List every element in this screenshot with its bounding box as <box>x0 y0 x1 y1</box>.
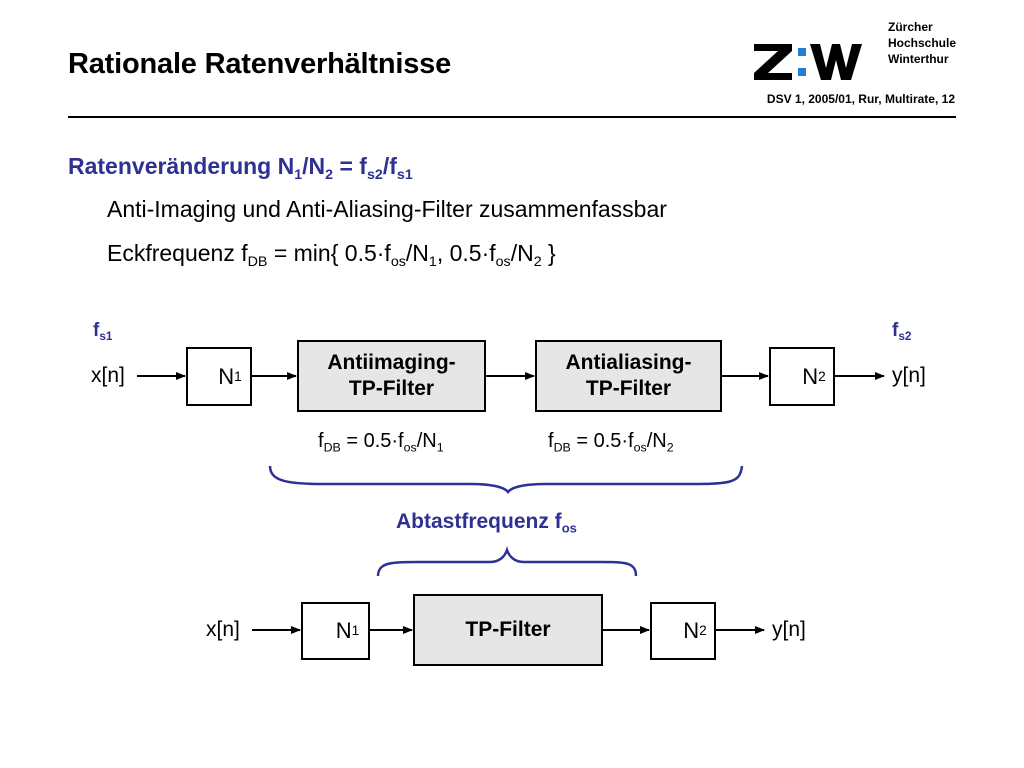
fdb-antiimaging: fDB = 0.5·fos/N1 <box>318 430 444 455</box>
tp-filter-label: TP-Filter <box>465 618 551 641</box>
input-signal-bottom: x[n] <box>206 618 240 641</box>
formula-sub: DB <box>247 253 268 270</box>
fdb-sub: DB <box>553 440 571 455</box>
zhw-logo-icon <box>754 44 862 80</box>
slide-reference: DSV 1, 2005/01, Rur, Multirate, 12 <box>766 92 955 106</box>
formula-sub: os <box>495 253 511 270</box>
heading-text: /f <box>382 153 397 179</box>
heading-text: = f <box>333 153 367 179</box>
formula-text: Eckfrequenz f <box>107 240 248 266</box>
sampling-frequency-label: Abtastfrequenz fos <box>396 510 577 536</box>
formula-text: , 0.5·f <box>436 240 496 266</box>
brace-bottom-icon <box>376 546 638 577</box>
fdb-text: f <box>548 430 554 452</box>
fs-text: f <box>93 320 100 341</box>
fs-sub: s2 <box>898 330 912 344</box>
fdb-text: /N <box>416 430 437 452</box>
brace-top-icon <box>268 465 744 495</box>
filter-line: Antiimaging- <box>327 351 456 374</box>
fdb-text: = 0.5·f <box>570 430 634 452</box>
slide-title: Rationale Ratenverhältnisse <box>68 48 452 80</box>
label-fs2: fs2 <box>892 320 911 342</box>
label-fs1: fs1 <box>93 320 112 342</box>
fdb-text: /N <box>646 430 667 452</box>
bullet-line: Anti-Imaging und Anti-Aliasing-Filter zu… <box>107 196 667 222</box>
n-text: N <box>218 363 235 389</box>
formula-text: } <box>541 240 556 266</box>
n-text: N <box>683 618 700 643</box>
antialiasing-label: Antialiasing- TP-Filter <box>565 350 691 402</box>
formula-line: Eckfrequenz fDB = min{ 0.5·fos/N1, 0.5·f… <box>107 240 556 270</box>
heading-text: /N <box>302 153 326 179</box>
heading-sub: 2 <box>325 166 334 183</box>
n-text: N <box>335 618 352 643</box>
antialiasing-filter-block: Antialiasing- TP-Filter <box>535 340 722 412</box>
abtast-text: Abtastfrequenz f <box>396 510 562 533</box>
formula-text: = min{ 0.5·f <box>267 240 391 266</box>
fdb-sub: os <box>403 440 417 455</box>
formula-sub: 1 <box>428 253 437 270</box>
output-signal-bottom: y[n] <box>772 618 806 641</box>
logo-line: Zürcher <box>888 20 933 34</box>
fdb-sub: 1 <box>436 440 444 455</box>
filter-line: TP-Filter <box>348 377 435 400</box>
heading-sub: 1 <box>294 166 303 183</box>
output-signal-top: y[n] <box>892 364 926 387</box>
antiimaging-label: Antiimaging- TP-Filter <box>327 350 455 402</box>
antiimaging-filter-block: Antiimaging- TP-Filter <box>297 340 486 412</box>
input-signal-top: x[n] <box>91 364 125 387</box>
abtast-sub: os <box>561 520 577 536</box>
fdb-text: = 0.5·f <box>340 430 404 452</box>
formula-text: /N <box>510 240 534 266</box>
fdb-text: f <box>318 430 324 452</box>
formula-text: /N <box>405 240 429 266</box>
logo-line: Winterthur <box>888 52 949 66</box>
header-divider <box>68 116 956 118</box>
logo-text: Zürcher Hochschule Winterthur <box>888 19 956 67</box>
fs-text: f <box>892 320 899 341</box>
formula-sub: os <box>390 253 406 270</box>
fdb-antialiasing: fDB = 0.5·fos/N2 <box>548 430 674 455</box>
tp-filter-block: TP-Filter <box>413 594 603 666</box>
heading-sub: s2 <box>366 166 383 183</box>
filter-line: Antialiasing- <box>565 351 692 374</box>
formula-sub: 2 <box>533 253 542 270</box>
fdb-sub: os <box>633 440 647 455</box>
section-heading: Ratenveränderung N1/N2 = fs2/fs1 <box>68 153 413 183</box>
fdb-sub: DB <box>323 440 341 455</box>
fdb-sub: 2 <box>666 440 674 455</box>
n-text: N <box>802 363 819 389</box>
heading-sub: s1 <box>396 166 413 183</box>
heading-text: Ratenveränderung N <box>68 153 295 179</box>
logo-line: Hochschule <box>888 36 957 50</box>
filter-line: TP-Filter <box>585 377 672 400</box>
fs-sub: s1 <box>99 330 113 344</box>
